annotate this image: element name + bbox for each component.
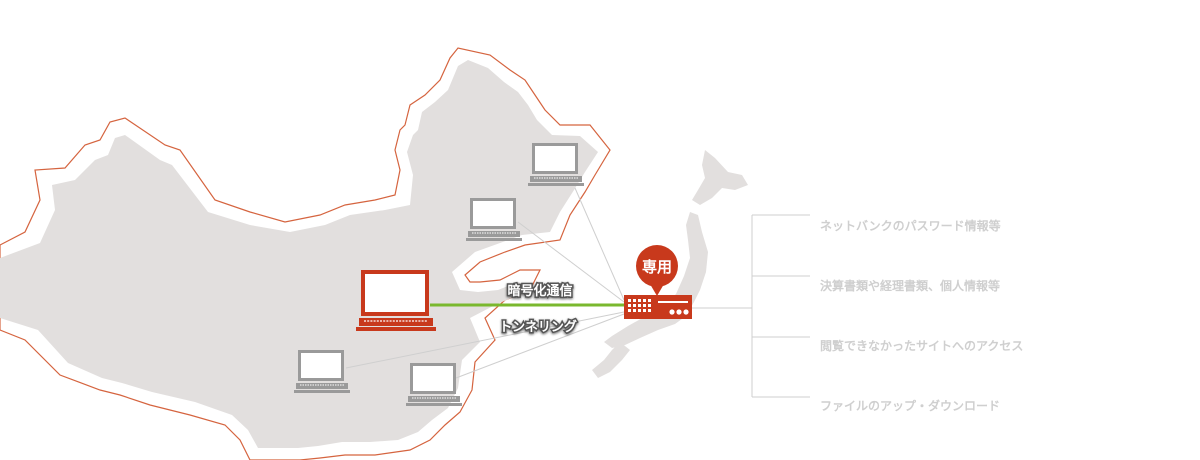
line-laptop-sw (345, 311, 625, 369)
target-label-4: ファイルのアップ・ダウンロード (820, 398, 1000, 413)
line-laptop-s (455, 313, 625, 379)
badge-label: 専用 (642, 258, 672, 276)
encrypted-label: 暗号化通信 (507, 283, 572, 299)
target-label-3: 閲覧できなかったサイトへのアクセス (820, 338, 1023, 353)
line-laptop-n (517, 221, 625, 303)
laptop-sw (294, 350, 350, 393)
target-label-1: ネットバンクのパスワード情報等 (820, 218, 1001, 233)
badge-pointer (650, 284, 664, 296)
china-outline (0, 47, 611, 460)
china-land (0, 60, 598, 448)
target-label-2: 決算書類や経理書類、個人情報等 (820, 278, 1000, 293)
gateway-device (624, 295, 692, 319)
badge-circle (636, 245, 678, 287)
connection-lines (345, 187, 810, 398)
laptop-active (356, 270, 436, 331)
line-laptop-ne (574, 187, 625, 301)
laptop-n (466, 198, 522, 241)
dedicated-badge: 専用 (636, 245, 678, 296)
tunnel-label: トンネリング (499, 319, 577, 335)
target-list: ネットバンクのパスワード情報等 決算書類や経理書類、個人情報等 閲覧できなかった… (820, 218, 1023, 413)
china-map (0, 47, 611, 460)
laptop-s (406, 363, 462, 406)
laptop-ne (528, 143, 584, 186)
